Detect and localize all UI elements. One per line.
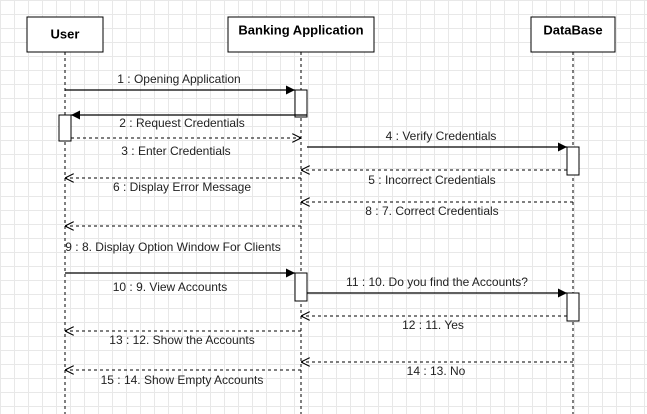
participant-user[interactable]: User (26, 16, 104, 53)
message-label: 14 : 13. No (407, 364, 466, 378)
message-1[interactable]: 1 : Opening Application (65, 72, 295, 95)
activations (58, 89, 580, 322)
message-label: 8 : 7. Correct Credentials (365, 204, 498, 218)
messages: 1 : Opening Application 2 : Request Cred… (65, 72, 573, 387)
participant-box[interactable] (26, 16, 104, 53)
participant-label: DataBase (543, 22, 602, 37)
participant-label: User (51, 26, 80, 41)
message-label: 2 : Request Credentials (119, 116, 244, 130)
message-15[interactable]: 15 : 14. Show Empty Accounts (65, 370, 301, 387)
message-9[interactable]: 9 : 8. Display Option Window For Clients (65, 226, 301, 254)
message-label: 4 : Verify Credentials (386, 129, 497, 143)
message-13[interactable]: 13 : 12. Show the Accounts (65, 331, 301, 347)
message-label: 1 : Opening Application (117, 72, 240, 86)
message-10[interactable]: 10 : 9. View Accounts (65, 268, 295, 294)
message-label: 13 : 12. Show the Accounts (109, 333, 254, 347)
message-label: 10 : 9. View Accounts (113, 280, 228, 294)
message-label: 9 : 8. Display Option Window For Clients (65, 240, 280, 254)
message-label: 12 : 11. Yes (402, 318, 464, 332)
activation-user-1[interactable] (58, 114, 72, 142)
message-5[interactable]: 5 : Incorrect Credentials (301, 170, 567, 187)
activation-db-1[interactable] (566, 146, 580, 176)
message-label: 6 : Display Error Message (113, 180, 251, 194)
activation-db-2[interactable] (566, 292, 580, 322)
message-label: 3 : Enter Credentials (121, 144, 230, 158)
message-3[interactable]: 3 : Enter Credentials (71, 138, 301, 158)
message-label: 11 : 10. Do you find the Accounts? (346, 275, 528, 289)
message-14[interactable]: 14 : 13. No (301, 362, 573, 378)
message-6[interactable]: 6 : Display Error Message (65, 178, 301, 194)
activation-app-1[interactable] (294, 89, 308, 118)
lifelines (64, 52, 574, 414)
message-8[interactable]: 8 : 7. Correct Credentials (301, 202, 573, 218)
message-4[interactable]: 4 : Verify Credentials (307, 129, 567, 152)
message-11[interactable]: 11 : 10. Do you find the Accounts? (307, 275, 567, 298)
message-label: 15 : 14. Show Empty Accounts (101, 373, 264, 387)
message-12[interactable]: 12 : 11. Yes (301, 316, 567, 332)
participant-box[interactable] (227, 16, 375, 53)
activation-app-2[interactable] (294, 272, 308, 302)
participant-database[interactable]: DataBase (530, 16, 616, 53)
message-label: 5 : Incorrect Credentials (368, 173, 495, 187)
participant-banking-application[interactable]: Banking Application (227, 16, 375, 53)
participant-label: Banking Application (238, 22, 363, 37)
participant-box[interactable] (530, 16, 616, 53)
message-2[interactable]: 2 : Request Credentials (71, 110, 307, 130)
